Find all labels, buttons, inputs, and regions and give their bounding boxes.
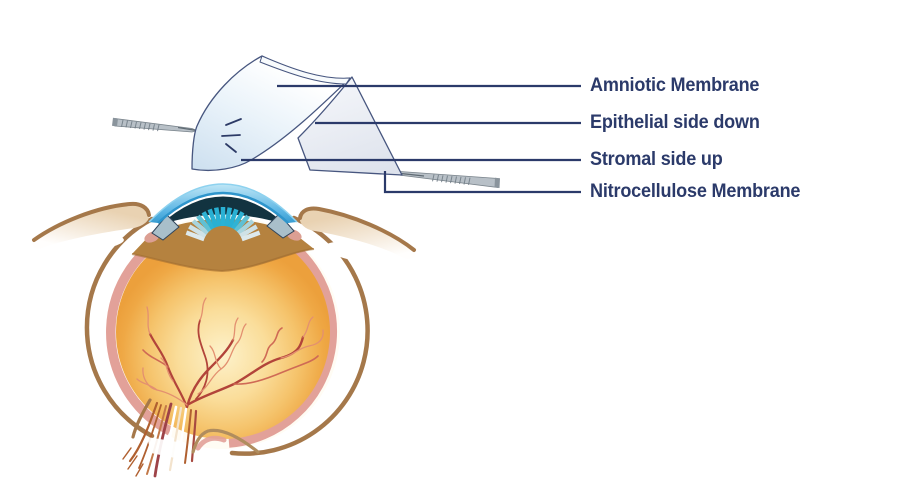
membrane-top-edge: [259, 55, 351, 85]
eyelid-left: [32, 201, 151, 253]
amniotic-membrane-sheet: [191, 55, 351, 172]
retina-vessels: [136, 297, 324, 409]
label-epithelial-side-down: Epithelial side down: [590, 112, 760, 133]
label-amniotic-membrane: Amniotic Membrane: [590, 75, 760, 96]
optic-nerve: [122, 398, 260, 478]
forceps-right-icon: [399, 171, 500, 188]
iris: [185, 207, 261, 242]
lens: [131, 219, 315, 273]
label-nitrocellulose-membrane: Nitrocellulose Membrane: [590, 181, 801, 202]
label-stromal-side-up: Stromal side up: [590, 149, 723, 170]
ciliary-body: [144, 213, 302, 243]
connector-line-nitrocellulose: [383, 171, 581, 194]
crease-marks: [221, 118, 242, 153]
forceps-left-icon: [112, 117, 199, 133]
fundus: [116, 225, 330, 439]
cornea: [148, 183, 298, 224]
eyelid-right: [298, 206, 416, 265]
eye-cross-section: [32, 183, 416, 478]
